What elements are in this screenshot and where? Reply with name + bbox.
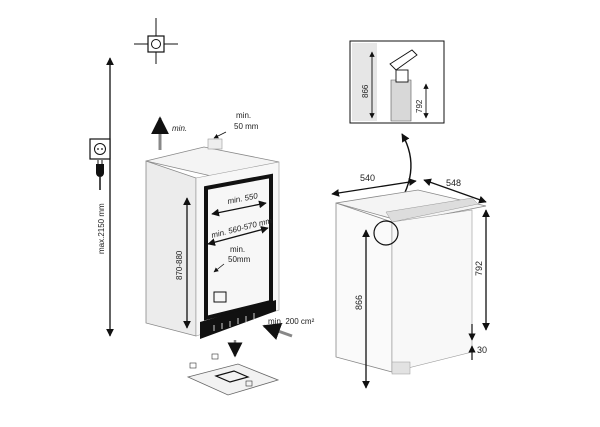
- niche-height-label: 870-880: [175, 250, 184, 280]
- door-height-label: 792: [474, 261, 484, 276]
- detail-height-label: 866: [361, 84, 370, 98]
- top-gap-value: 50 mm: [234, 122, 259, 131]
- refrigerator-body: [335, 189, 487, 375]
- vent-up-label: min.: [172, 124, 187, 133]
- depth-dimension: [423, 178, 487, 204]
- top-gap-arrow: [213, 131, 227, 139]
- water-connection-icon: [134, 18, 178, 64]
- vent-in-arrow: [262, 322, 293, 340]
- width-label: 540: [360, 173, 375, 183]
- rear-gap-min: min.: [230, 245, 245, 254]
- hinge-highlight: [373, 220, 399, 246]
- inner-width-dimension: [207, 226, 269, 246]
- rear-gap-value: 50mm: [228, 255, 251, 264]
- top-gap-min: min.: [236, 111, 251, 120]
- plinth-label: 30: [477, 345, 487, 355]
- depth-label: 548: [446, 178, 461, 188]
- body-height-label: 866: [354, 295, 364, 310]
- detail-door-label: 792: [415, 99, 424, 113]
- max-height-label: max.2150 mm: [97, 203, 106, 254]
- vent-area-label: min. 200 cm²: [268, 317, 315, 326]
- vent-grille-detail: [186, 353, 280, 396]
- niche-installation-view: max.2150 mm: [89, 18, 315, 396]
- inner-depth-dimension: [211, 200, 267, 217]
- appliance-dimensions-view: 866 792 540 548 792 866 30: [331, 40, 490, 389]
- electrical-outlet-icon: [89, 138, 111, 160]
- power-plug-icon: [96, 160, 104, 190]
- hinge-detail-inset: 866 792: [349, 40, 445, 124]
- width-dimension: [331, 178, 417, 197]
